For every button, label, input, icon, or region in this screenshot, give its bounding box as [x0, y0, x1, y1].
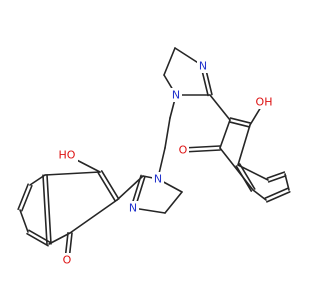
bond-line	[252, 189, 267, 201]
bond-line	[46, 174, 52, 245]
bond-line	[163, 47, 176, 76]
bond-line	[100, 170, 120, 200]
bond-line	[97, 172, 117, 202]
atom-label-layer: N N N N OH O HO O	[56, 59, 275, 267]
atom-n4-label: N	[129, 202, 137, 215]
bond-line	[182, 149, 221, 153]
bond-line	[48, 232, 71, 245]
atom-o2: O	[177, 143, 189, 157]
bond-line	[284, 173, 290, 191]
atom-n2-label: N	[199, 60, 207, 73]
bond-line	[21, 184, 33, 212]
bond-line	[237, 164, 269, 181]
bond-line	[219, 119, 231, 149]
bond-line	[182, 145, 221, 149]
atom-n1-label: N	[172, 89, 180, 102]
bond-line	[42, 174, 48, 245]
bond-line	[17, 183, 29, 211]
bond-line	[19, 209, 29, 233]
atom-n3: N	[152, 172, 164, 186]
atom-n3-label: N	[154, 173, 162, 186]
bond-line	[28, 229, 51, 244]
atom-o3-label: HO	[59, 149, 76, 162]
bond-line	[229, 117, 252, 124]
bond-line	[69, 199, 118, 234]
bond-line	[235, 165, 253, 192]
atom-n4: N	[127, 201, 139, 215]
molecule-structure-diagram: N N N N OH O HO O	[17, 47, 291, 267]
atom-o1: OH	[253, 95, 275, 109]
bond-line	[26, 232, 49, 247]
atom-o4: O	[61, 253, 73, 267]
bond-line	[209, 94, 231, 121]
bond-line	[44, 171, 101, 176]
bond-line	[266, 171, 286, 179]
bond-line	[164, 117, 171, 149]
atom-n1: N	[170, 88, 182, 102]
atom-o3: HO	[56, 148, 78, 162]
bond-line	[265, 191, 291, 203]
bond-line	[116, 175, 144, 201]
atom-n2: N	[197, 59, 209, 73]
bond-line	[238, 163, 256, 190]
bond-line	[267, 175, 287, 183]
bond-line	[264, 187, 290, 199]
bond-line	[29, 174, 46, 186]
bond-line	[164, 191, 183, 214]
bond-line	[237, 124, 251, 166]
atom-o1-label: OH	[256, 96, 273, 109]
bond-line	[219, 147, 254, 191]
atom-o4-label: O	[63, 254, 72, 267]
atom-o2-label: O	[179, 144, 188, 157]
bond-line	[228, 121, 251, 128]
